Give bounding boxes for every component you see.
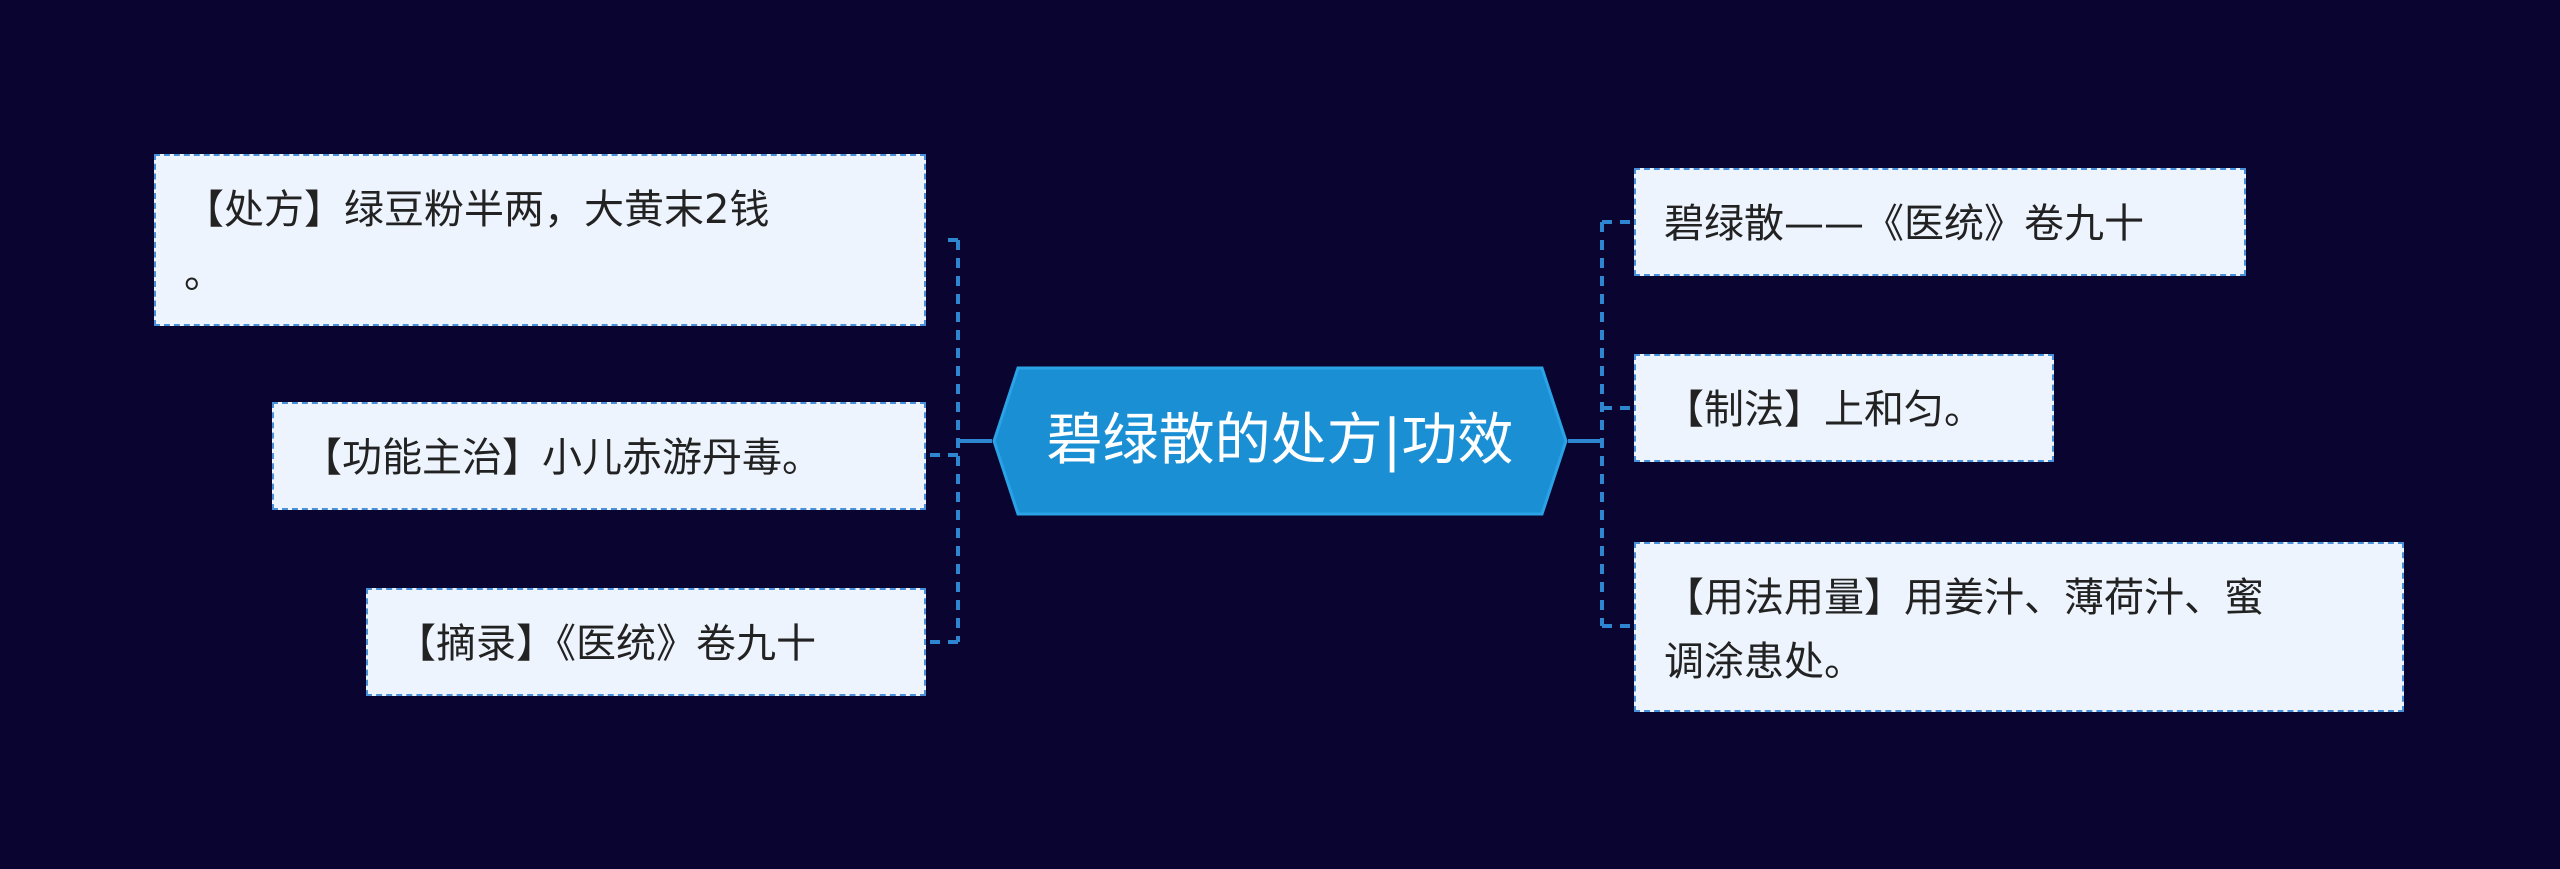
node-text-line: 。 (184, 251, 224, 297)
node-text-line: 【制法】上和匀。 (1664, 387, 1984, 433)
left-node-indications[interactable]: 【功能主治】小儿赤游丹毒。 (272, 402, 926, 510)
node-text-line: 【处方】绿豆粉半两，大黄末2钱 (184, 187, 770, 233)
right-node-usage[interactable]: 【用法用量】用姜汁、薄荷汁、蜜 调涂患处。 (1634, 542, 2404, 712)
right-node-source[interactable]: 碧绿散——《医统》卷九十 (1634, 168, 2246, 276)
center-title: 碧绿散的处方|功效 (1046, 408, 1514, 473)
node-text-line: 碧绿散——《医统》卷九十 (1664, 201, 2144, 247)
node-text-line: 【摘录】《医统》卷九十 (396, 621, 816, 667)
node-text-line: 【功能主治】小儿赤游丹毒。 (302, 435, 822, 481)
left-node-excerpt[interactable]: 【摘录】《医统》卷九十 (366, 588, 926, 696)
node-text-line: 调涂患处。 (1664, 639, 1864, 685)
left-node-prescription[interactable]: 【处方】绿豆粉半两，大黄末2钱 。 (154, 154, 926, 326)
right-node-preparation[interactable]: 【制法】上和匀。 (1634, 354, 2054, 462)
node-text-line: 【用法用量】用姜汁、薄荷汁、蜜 (1664, 575, 2264, 621)
center-topic[interactable]: 碧绿散的处方|功效 (992, 366, 1568, 516)
center-hexagon-shape (992, 366, 1568, 516)
